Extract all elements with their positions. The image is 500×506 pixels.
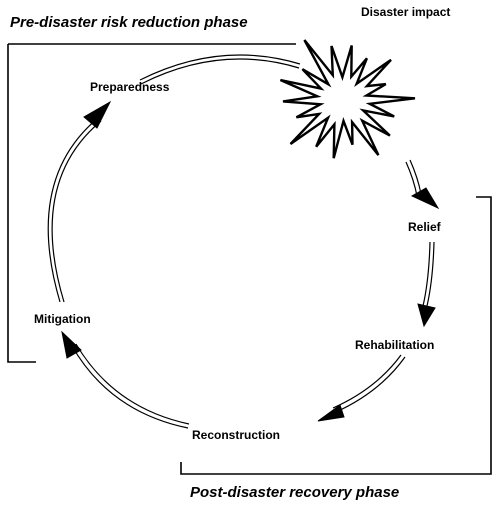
explosion-icon (279, 39, 416, 159)
stage-preparedness-label: Preparedness (90, 80, 170, 94)
cycle-tracks (47, 54, 435, 429)
disaster-impact-label: Disaster impact (361, 5, 450, 19)
pre-disaster-phase-bracket (7, 43, 296, 363)
track-rehabilitation-to-reconstruction (335, 356, 406, 413)
track-mitigation-to-preparedness (47, 117, 99, 303)
stage-reconstruction-label: Reconstruction (192, 428, 280, 442)
arrowhead-to-preparedness (83, 100, 112, 129)
stage-relief-label: Relief (408, 220, 442, 234)
pre-disaster-phase-title: Pre-disaster risk reduction phase (10, 14, 248, 31)
stage-mitigation-label: Mitigation (34, 312, 91, 326)
track-reconstruction-to-mitigation (71, 345, 189, 429)
arrowhead-to-reconstruction (317, 404, 345, 422)
arrowhead-to-mitigation (61, 330, 82, 359)
stage-rehabilitation-label: Rehabilitation (355, 338, 434, 352)
cycle-arrowheads (61, 100, 440, 422)
post-disaster-phase-bracket (180, 196, 492, 475)
track-relief-to-rehabilitation (426, 241, 435, 307)
arrowhead-to-rehabilitation (417, 303, 436, 328)
arrowhead-to-relief (410, 187, 440, 210)
track-preparedness-to-impact (139, 54, 301, 81)
post-disaster-phase-title: Post-disaster recovery phase (190, 484, 399, 501)
